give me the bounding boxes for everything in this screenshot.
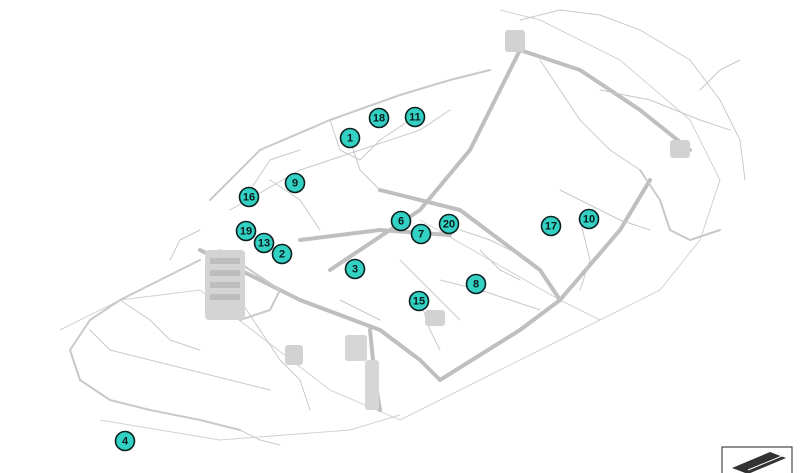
callout-number: 15 — [413, 296, 425, 308]
callout-marker-circle — [578, 208, 600, 230]
callout-number: 9 — [292, 178, 298, 190]
callout-number: 20 — [443, 219, 455, 231]
callout-number: 1 — [347, 133, 353, 145]
callout-marker-circle — [540, 215, 562, 237]
callout-number: 7 — [418, 229, 424, 241]
callout-number: 13 — [258, 238, 270, 250]
callout-marker-circle — [339, 127, 361, 149]
callout-marker-circle — [344, 258, 366, 280]
harness-floor-branch — [339, 229, 541, 351]
callout-15[interactable]: 15 — [408, 290, 430, 312]
vehicle-orientation-icon — [721, 446, 793, 473]
callout-6[interactable]: 6 — [390, 210, 412, 232]
callout-number: 3 — [352, 264, 358, 276]
callout-11[interactable]: 11 — [404, 106, 426, 128]
harness-main-trunk — [198, 48, 692, 412]
callout-number: 19 — [240, 226, 252, 238]
callout-20[interactable]: 20 — [438, 213, 460, 235]
callout-markers: 1 2 3 4 6 7 8 9 10 11 13 15 16 17 18 19 20 — [114, 106, 600, 452]
callout-number: 2 — [279, 249, 285, 261]
harness-rear-branch — [519, 9, 746, 291]
callout-marker-circle — [438, 213, 460, 235]
callout-number: 17 — [545, 221, 557, 233]
callout-19[interactable]: 19 — [235, 220, 257, 242]
callout-9[interactable]: 9 — [284, 172, 306, 194]
callout-4[interactable]: 4 — [114, 430, 136, 452]
connector-block — [670, 140, 690, 158]
callout-marker-circle — [238, 186, 260, 208]
callout-marker-circle — [408, 290, 430, 312]
callout-marker-circle — [390, 210, 412, 232]
callout-number: 11 — [409, 112, 421, 124]
callout-13[interactable]: 13 — [253, 232, 275, 254]
callout-17[interactable]: 17 — [540, 215, 562, 237]
callout-number: 4 — [122, 436, 129, 448]
connector-block — [425, 310, 445, 326]
connector-block — [345, 335, 367, 361]
callout-number: 6 — [398, 216, 404, 228]
callout-marker-circle — [114, 430, 136, 452]
connector-block — [285, 345, 303, 365]
callout-3[interactable]: 3 — [344, 258, 366, 280]
connector-block — [505, 30, 525, 52]
callout-number: 10 — [583, 214, 595, 226]
connector-block — [365, 360, 379, 410]
callout-marker-circle — [368, 107, 390, 129]
callout-18[interactable]: 18 — [368, 107, 390, 129]
callout-number: 8 — [473, 279, 479, 291]
callout-16[interactable]: 16 — [238, 186, 260, 208]
callout-8[interactable]: 8 — [465, 273, 487, 295]
callout-number: 18 — [373, 113, 385, 125]
callout-marker-circle — [465, 273, 487, 295]
callout-number: 16 — [243, 192, 255, 204]
connector-blocks — [205, 30, 690, 410]
callout-1[interactable]: 1 — [339, 127, 361, 149]
callout-2[interactable]: 2 — [271, 243, 293, 265]
callout-marker-circle — [271, 243, 293, 265]
callout-7[interactable]: 7 — [410, 223, 432, 245]
harness-roof-branch — [209, 69, 491, 231]
callout-marker-circle — [253, 232, 275, 254]
harness-front-branch — [69, 229, 311, 446]
callout-marker-circle — [235, 220, 257, 242]
callout-10[interactable]: 10 — [578, 208, 600, 230]
callout-marker-circle — [284, 172, 306, 194]
callout-marker-circle — [404, 106, 426, 128]
callout-marker-circle — [410, 223, 432, 245]
